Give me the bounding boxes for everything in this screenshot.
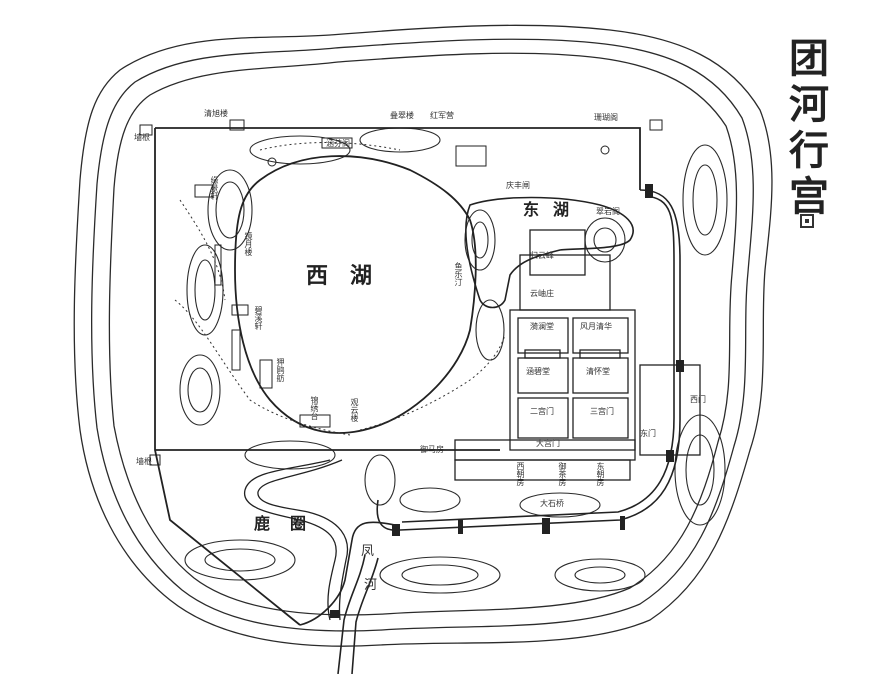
label-e3: 涵碧堂 — [526, 367, 550, 376]
moat — [299, 189, 681, 674]
label-e5: 二宫门 — [530, 407, 554, 416]
outer-hill-contours — [73, 24, 773, 647]
label-e15: 归云峰 — [530, 251, 554, 260]
label-n1: 清旭楼 — [204, 109, 228, 118]
label-e1: 漪澜堂 — [530, 322, 554, 331]
moat-gates — [330, 184, 684, 618]
label-e2: 风月清华 — [580, 322, 612, 331]
title-char-1: 团 — [789, 35, 829, 82]
north-buildings — [139, 119, 663, 466]
label-w1: 缘景轩 — [210, 176, 219, 200]
dotted-paths — [174, 142, 506, 436]
title-char-2: 河 — [789, 81, 829, 128]
label-e10: 御茶房 — [558, 462, 567, 486]
palace-wall — [154, 127, 641, 626]
label-n5: 庆丰闸 — [506, 181, 530, 190]
west-corridors — [194, 184, 331, 428]
label-n3: 叠翠楼 — [390, 111, 414, 120]
label-g2: 墙根 — [136, 457, 152, 466]
east-lake-label: 东湖 — [523, 200, 584, 219]
title-char-4: 宫 — [789, 173, 829, 220]
map-title: 团 河 行 宫 — [784, 36, 834, 236]
label-e14: 鱼乐汀 — [454, 262, 463, 286]
label-e6: 三宫门 — [590, 407, 614, 416]
label-w2: 镜月楼 — [244, 232, 253, 256]
label-w4: 狎鸥舫 — [276, 358, 285, 382]
label-e17: 云岫庄 — [530, 289, 554, 298]
label-e13: 东门 — [640, 429, 656, 438]
label-s2: 观云楼 — [350, 398, 359, 422]
label-e9: 西朝房 — [516, 462, 525, 486]
label-e8: 东朝房 — [596, 462, 605, 486]
label-e16: 翠岩阁 — [596, 207, 620, 216]
river-label-2: 河 — [364, 578, 378, 593]
label-n4: 红军营 — [430, 111, 454, 120]
seal-stamp — [800, 214, 814, 228]
label-g1: 墙根 — [134, 133, 150, 142]
label-w3: 碧溪轩 — [254, 306, 263, 330]
title-char-3: 行 — [789, 127, 829, 174]
deer-park-label: 鹿圈 — [254, 514, 327, 533]
label-e4: 清怀堂 — [586, 367, 610, 376]
label-n6: 珊瑚阁 — [594, 113, 618, 122]
hill-blobs — [179, 127, 728, 594]
west-lake-label: 西湖 — [306, 263, 395, 289]
label-n2: 涵芬阁 — [326, 139, 350, 148]
label-e12: 御马房 — [420, 445, 444, 454]
label-g3: 西门 — [690, 395, 706, 404]
label-e11: 大石桥 — [540, 499, 564, 508]
river-label-1: 凤 — [361, 544, 375, 559]
label-s1: 锦绣台 — [310, 396, 319, 420]
east-lake — [465, 196, 634, 309]
label-e7: 大宫门 — [536, 439, 560, 448]
deer-park-stream — [244, 459, 337, 621]
